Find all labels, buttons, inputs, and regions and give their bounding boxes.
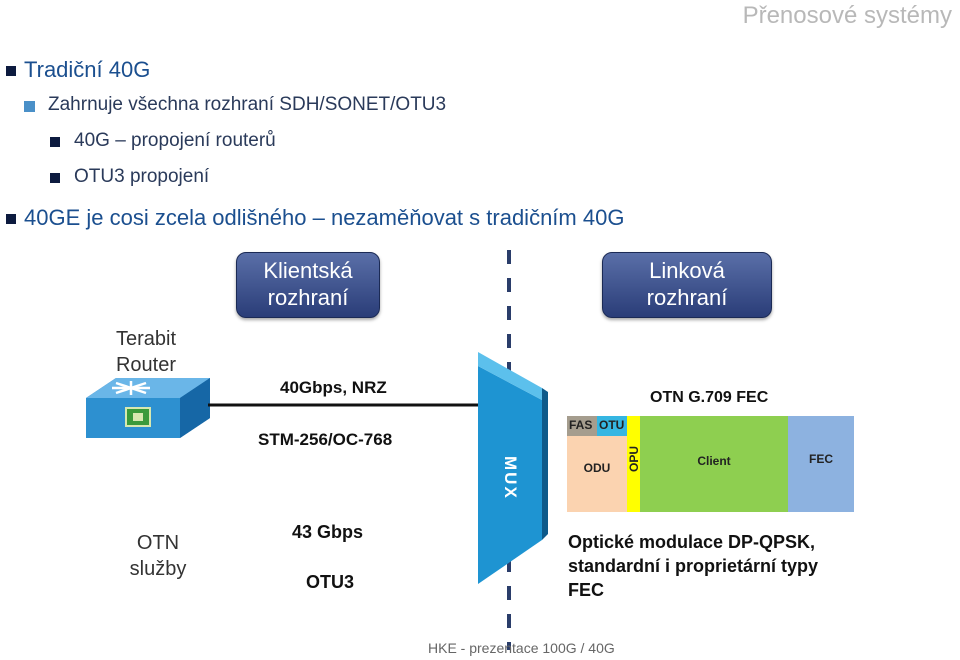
bullet-router-interconnect: 40G – propojení routerů: [74, 130, 276, 151]
otn-fec-label: OTN G.709 FEC: [650, 389, 769, 406]
frame-odu: ODU: [567, 436, 627, 512]
line-interfaces-box: Linková rozhraní: [602, 252, 772, 318]
bullet-marker: [6, 214, 16, 224]
router-label: Terabit Router: [96, 326, 196, 378]
slide-header-title: Přenosové systémy: [742, 2, 952, 29]
client-standard-label: STM-256/OC-768: [258, 430, 393, 449]
frame-fec: FEC: [788, 416, 854, 512]
bullet-includes-interfaces: Zahrnuje všechna rozhraní SDH/SONET/OTU3: [48, 94, 447, 115]
frame-odu-label: ODU: [583, 461, 611, 475]
otn-services-label: OTN služby: [108, 530, 208, 582]
otn-services-line1: OTN: [136, 532, 180, 554]
frame-opu-label: OPU: [627, 446, 641, 473]
otn-type-label: OTU3: [306, 572, 355, 592]
link-line: [208, 403, 480, 407]
frame-otu: OTU: [597, 416, 627, 436]
frame-fas: FAS: [567, 416, 597, 436]
modulation-line3: FEC: [568, 580, 604, 600]
frame-client-label: Client: [697, 454, 731, 468]
bullet-40ge-different: 40GE je cosi zcela odlišného – nezaměňov…: [24, 205, 625, 230]
mux-block: [478, 352, 548, 584]
bullet-marker: [50, 137, 60, 147]
frame-fec-label: FEC: [809, 452, 833, 466]
router-label-line1: Terabit: [115, 328, 177, 350]
client-interfaces-line1: Klientská: [263, 258, 353, 283]
otn-services-line2: služby: [129, 558, 187, 580]
client-rate-label: 40Gbps, NRZ: [280, 378, 387, 397]
frame-client: Client: [640, 416, 788, 512]
bullet-marker: [24, 101, 35, 112]
bullet-traditional-40g: Tradiční 40G: [24, 57, 151, 82]
bullet-marker: [50, 173, 60, 183]
modulation-text: Optické modulace DP-QPSK, standardní i p…: [568, 530, 818, 602]
frame-otu-label: OTU: [599, 418, 625, 432]
line-interfaces-line2: rozhraní: [646, 285, 728, 310]
router-label-line2: Router: [115, 354, 177, 376]
frame-fas-label: FAS: [569, 418, 593, 432]
bullet-otu3-interconnect: OTU3 propojení: [74, 166, 210, 187]
client-interfaces-line2: rozhraní: [267, 285, 349, 310]
client-interfaces-box: Klientská rozhraní: [236, 252, 380, 318]
frame-opu: [627, 416, 640, 512]
router-icon: [86, 378, 210, 438]
footer-text: HKE - prezentace 100G / 40G: [428, 640, 615, 656]
bullet-marker: [6, 66, 16, 76]
otn-rate-label: 43 Gbps: [292, 522, 364, 542]
mux-label: MUX: [501, 456, 520, 500]
line-interfaces-line1: Linková: [649, 258, 725, 283]
modulation-line1: Optické modulace DP-QPSK,: [568, 532, 816, 552]
modulation-line2: standardní i proprietární typy: [568, 556, 819, 576]
